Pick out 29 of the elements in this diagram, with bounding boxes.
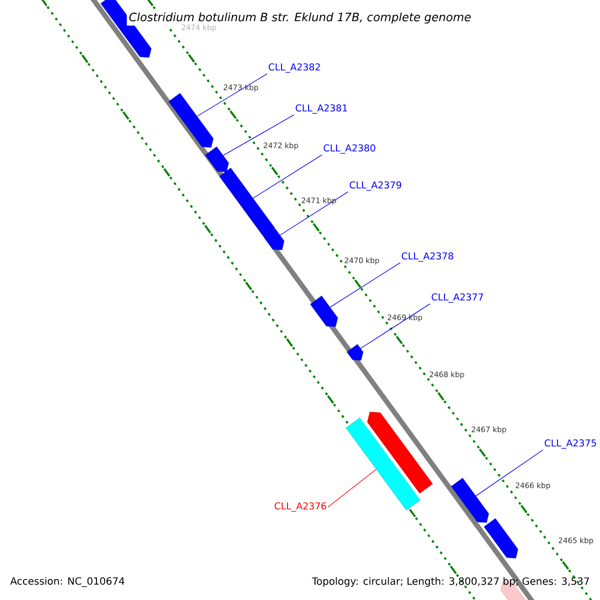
gene-block [205,146,229,172]
gene-block [367,412,433,494]
gene-label: CLL_A2380 [324,144,376,154]
leader-line [196,74,268,117]
leader-line [252,154,322,198]
gene-block [219,168,275,237]
gene-block [451,478,489,523]
leader-line [476,450,544,496]
leader-line [330,262,400,308]
gene-block [264,228,284,250]
gene-block [310,296,338,327]
gene-label: CLL_A2377 [432,293,484,303]
info-text: Topology: circular; Length: 3,800,327 bp; Genes: 3,537 [312,577,589,587]
leader-line [328,469,376,508]
gene-label: CLL_A2378 [402,252,454,262]
gene-label: CLL_A2382 [268,63,320,73]
gene-label: CLL_A2381 [296,104,347,114]
gene-block [346,418,420,510]
gene-block [346,344,364,360]
gene-label: CLL_A2375 [544,439,596,449]
leader-line [222,114,294,156]
gene-label: CLL_A2376 [274,502,326,512]
info-text: Accession: NC_010674 [10,577,124,587]
gene-block [484,518,518,558]
leader-line [280,192,348,236]
gene-block [168,93,214,148]
gene-label: CLL_A2379 [350,181,402,191]
genome-title: Clostridium botulinum B str. Eklund 17B, complete genome [126,10,474,26]
leader-line [360,304,430,349]
